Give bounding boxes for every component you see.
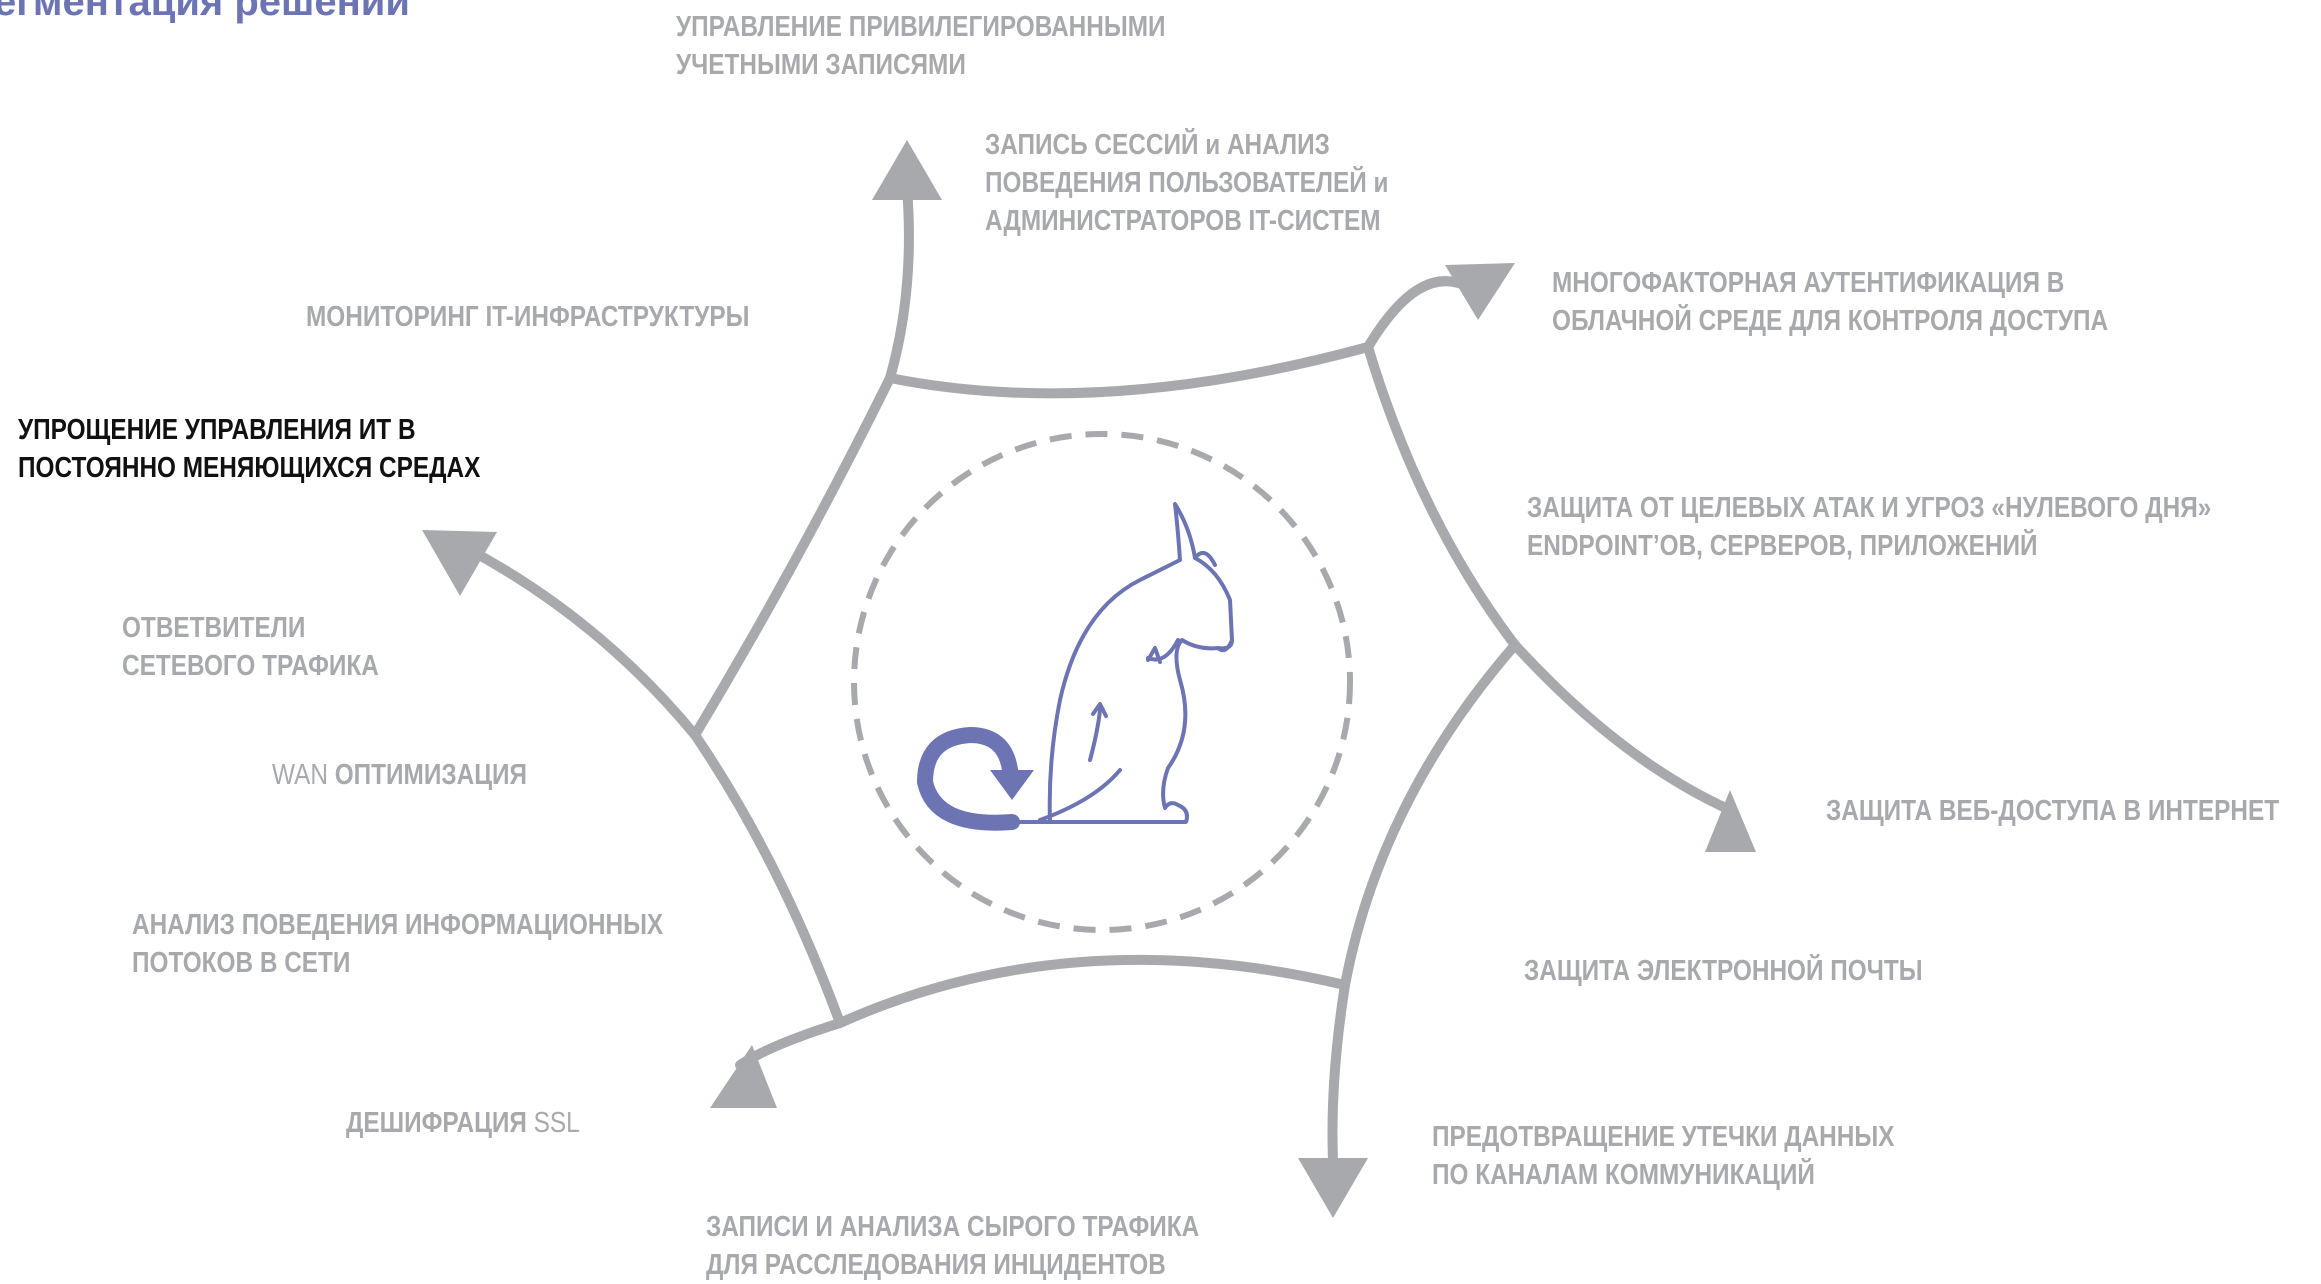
- label-it-monitoring: МОНИТОРИНГ IT-ИНФРАСТРУКТУРЫ: [306, 298, 749, 336]
- label-line: ПРЕДОТВРАЩЕНИЕ УТЕЧКИ ДАННЫХ: [1432, 1121, 1895, 1153]
- center-dashed-circle: [851, 431, 1353, 933]
- label-ssl-decryption: ДЕШИФРАЦИЯ SSL: [346, 1104, 580, 1142]
- label-raw-traffic: ЗАПИСИ И АНАЛИЗА СЫРОГО ТРАФИКА ДЛЯ РАСС…: [706, 1208, 1199, 1284]
- arrowhead-lower-left: [710, 1045, 777, 1108]
- arrowhead-down: [1298, 1158, 1368, 1218]
- label-session-recording: ЗАПИСЬ СЕССИЙ и АНАЛИЗ ПОВЕДЕНИЯ ПОЛЬЗОВ…: [985, 126, 1388, 240]
- label-targeted-attacks: ЗАЩИТА ОТ ЦЕЛЕВЫХ АТАК И УГРОЗ «НУЛЕВОГО…: [1527, 489, 2211, 565]
- arm-left-link: [690, 730, 845, 1028]
- label-prefix: WAN: [272, 759, 328, 791]
- label-line: ЗАПИСЬ СЕССИЙ и АНАЛИЗ: [985, 129, 1330, 161]
- label-line: ПОСТОЯННО МЕНЯЮЩИХСЯ СРЕДАХ: [18, 452, 481, 484]
- label-line: ОТВЕТВИТЕЛИ: [122, 612, 306, 644]
- label-line: ЗАЩИТА ВЕБ-ДОСТУПА В ИНТЕРНЕТ: [1826, 795, 2280, 827]
- arm-right-link: [1363, 342, 1520, 650]
- arm-upper-right: [1363, 276, 1475, 352]
- label-rest: ОПТИМИЗАЦИЯ: [327, 759, 528, 791]
- label-line: СЕТЕВОГО ТРАФИКА: [122, 650, 379, 682]
- label-line: МОНИТОРИНГ IT-ИНФРАСТРУКТУРЫ: [306, 301, 750, 333]
- label-line: ПО КАНАЛАМ КОММУНИКАЦИЙ: [1432, 1159, 1815, 1191]
- arm-lower-right-link: [1340, 640, 1520, 990]
- label-line: ENDPOINT’ОВ, СЕРВЕРОВ, ПРИЛОЖЕНИЙ: [1527, 530, 2038, 562]
- label-line: АНАЛИЗ ПОВЕДЕНИЯ ИНФОРМАЦИОННЫХ: [132, 909, 664, 941]
- curl-arrow-icon: [916, 726, 1034, 831]
- label-line: ЗАЩИТА ОТ ЦЕЛЕВЫХ АТАК И УГРОЗ «НУЛЕВОГО…: [1527, 492, 2212, 524]
- arrowhead-up: [872, 140, 942, 200]
- arm-right-out: [1510, 640, 1735, 815]
- arm-left-out: [465, 545, 700, 740]
- arm-bottom-link: [835, 954, 1350, 1028]
- label-mfa-cloud: МНОГОФАКТОРНАЯ АУТЕНТИФИКАЦИЯ В ОБЛАЧНОЙ…: [1552, 264, 2108, 340]
- label-line: ПОВЕДЕНИЯ ПОЛЬЗОВАТЕЛЕЙ и: [985, 167, 1389, 199]
- label-wan-optimization: WAN ОПТИМИЗАЦИЯ: [272, 756, 527, 794]
- label-prefix: ДЕШИФРАЦИЯ: [346, 1107, 527, 1139]
- arm-up: [885, 342, 1373, 399]
- label-line: ДЛЯ РАССЛЕДОВАНИЯ ИНЦИДЕНТОВ: [706, 1249, 1166, 1281]
- label-dlp: ПРЕДОТВРАЩЕНИЕ УТЕЧКИ ДАННЫХ ПО КАНАЛАМ …: [1432, 1118, 1894, 1194]
- label-line: ПОТОКОВ В СЕТИ: [132, 947, 351, 979]
- label-web-access: ЗАЩИТА ВЕБ-ДОСТУПА В ИНТЕРНЕТ: [1826, 792, 2279, 830]
- arrowhead-upper-left: [422, 530, 497, 596]
- label-simplify-it: УПРОЩЕНИЕ УПРАВЛЕНИЯ ИТ В ПОСТОЯННО МЕНЯ…: [18, 411, 480, 487]
- label-rest: SSL: [526, 1107, 580, 1139]
- label-network-taps: ОТВЕТВИТЕЛИ СЕТЕВОГО ТРАФИКА: [122, 609, 379, 685]
- label-line: УПРАВЛЕНИЕ ПРИВИЛЕГИРОВАННЫМИ: [676, 11, 1166, 43]
- arm-down-out: [1327, 980, 1350, 1165]
- label-email-protection: ЗАЩИТА ЭЛЕКТРОННОЙ ПОЧТЫ: [1524, 952, 1923, 990]
- arrowhead-upper-right: [1445, 263, 1515, 320]
- label-line: УПРОЩЕНИЕ УПРАВЛЕНИЯ ИТ В: [18, 414, 416, 446]
- label-flow-analysis: АНАЛИЗ ПОВЕДЕНИЯ ИНФОРМАЦИОННЫХ ПОТОКОВ …: [132, 906, 663, 982]
- label-line: АДМИНИСТРАТОРОВ IT-СИСТЕМ: [985, 205, 1381, 237]
- label-line: МНОГОФАКТОРНАЯ АУТЕНТИФИКАЦИЯ В: [1552, 267, 2065, 299]
- arm-up-stem: [885, 183, 914, 383]
- cat-mascot-icon: [1010, 502, 1234, 824]
- label-line: ОБЛАЧНОЙ СРЕДЕ ДЛЯ КОНТРОЛЯ ДОСТУПА: [1552, 305, 2109, 337]
- arrowhead-right: [1705, 790, 1756, 852]
- label-line: ЗАПИСИ И АНАЛИЗА СЫРОГО ТРАФИКА: [706, 1211, 1200, 1243]
- label-privileged-accounts: УПРАВЛЕНИЕ ПРИВИЛЕГИРОВАННЫМИ УЧЕТНЫМИ З…: [676, 8, 1166, 84]
- label-line: ЗАЩИТА ЭЛЕКТРОННОЙ ПОЧТЫ: [1524, 955, 1923, 987]
- label-line: УЧЕТНЫМИ ЗАПИСЯМИ: [676, 49, 966, 81]
- arm-upper-left-link: [690, 373, 895, 740]
- page-title: егментация решений: [0, 0, 410, 24]
